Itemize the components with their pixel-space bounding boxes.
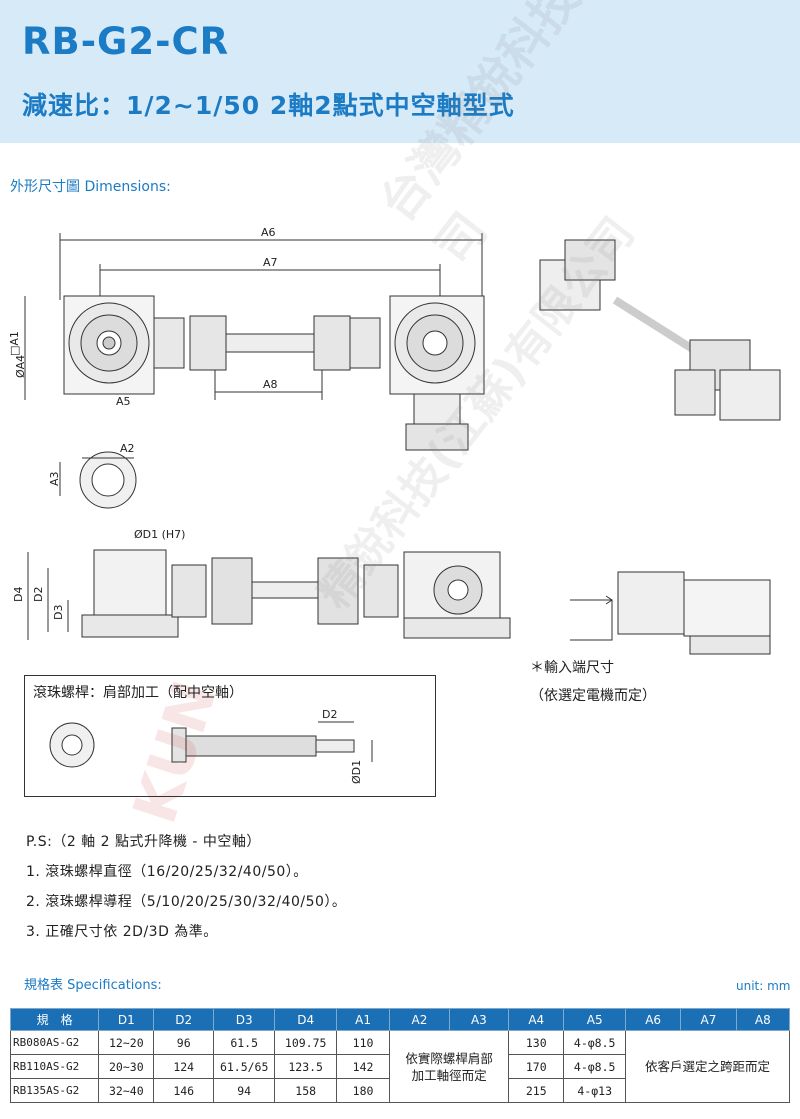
cell-d4: 109.75 [274, 1030, 337, 1055]
dim-label-a5: A5 [116, 395, 131, 408]
ballscrew-box: 滾珠螺桿：肩部加工（配中空軸） [24, 675, 436, 797]
col-header-d3: D3 [212, 1008, 276, 1031]
col-header-d1: D1 [98, 1008, 155, 1031]
page-subtitle: 減速比：1/2~1/50 2軸2點式中空軸型式 [22, 91, 515, 120]
dim-label-a7: A7 [263, 256, 278, 269]
cell-d3: 94 [212, 1078, 276, 1103]
cell-a2-a3-note: 依實際螺桿肩部 加工軸徑而定 [389, 1030, 510, 1103]
ps-item-3: 3. 正確尺寸依 2D/3D 為準。 [26, 924, 218, 940]
col-header-a8: A8 [735, 1008, 791, 1031]
page-title: RB-G2-CR [22, 20, 230, 63]
cell-a4: 130 [508, 1030, 565, 1055]
cell-a6-a8-note: 依客戶選定之跨距而定 [624, 1030, 791, 1103]
cell-d1: 32~40 [98, 1078, 155, 1103]
dim-label-d4: D4 [12, 587, 25, 602]
table-row: RB135AS-G2 32~40 146 94 158 180 215 4-φ1… [9, 1078, 790, 1103]
cell-a1: 142 [335, 1054, 391, 1079]
a2a3-note-line1: 依實際螺桿肩部 [405, 1050, 493, 1066]
cell-model: RB080AS-G2 [9, 1030, 100, 1055]
col-header-a4: A4 [508, 1008, 565, 1031]
dim-label-d2: D2 [32, 587, 45, 602]
col-header-model: 規 格 [9, 1008, 100, 1031]
dim-label-a2: A2 [120, 442, 135, 455]
input-note-line2: （依選定電機而定） [530, 688, 656, 704]
col-header-d4: D4 [274, 1008, 337, 1031]
cell-a5: 4-φ8.5 [563, 1030, 626, 1055]
cell-d1: 12~20 [98, 1030, 155, 1055]
cell-d2: 146 [153, 1078, 214, 1103]
spec-header-row: 規 格 D1 D2 D3 D4 A1 A2 A3 A4 A5 A6 A7 A8 [9, 1008, 791, 1031]
col-header-a3: A3 [448, 1008, 510, 1031]
ballscrew-label-d2: D2 [322, 708, 337, 721]
ps-item-1: 1. 滾珠螺桿直徑（16/20/25/32/40/50）。 [26, 864, 308, 880]
dim-label-a6: A6 [261, 226, 276, 239]
cell-d4: 158 [274, 1078, 337, 1103]
spec-title: 規格表 Specifications: [24, 978, 162, 993]
col-header-a5: A5 [563, 1008, 626, 1031]
dim-label-a4: ØA4 [14, 355, 27, 378]
dimensions-label: 外形尺寸圖 Dimensions: [10, 179, 171, 195]
cell-d3: 61.5/65 [212, 1054, 276, 1079]
cell-model: RB110AS-G2 [9, 1054, 100, 1079]
col-header-a1: A1 [335, 1008, 391, 1031]
cell-a4: 215 [508, 1078, 565, 1103]
cell-a4: 170 [508, 1054, 565, 1079]
a2a3-note-line2: 加工軸徑而定 [411, 1067, 487, 1083]
dim-label-a1: □A1 [8, 331, 21, 356]
cell-model: RB135AS-G2 [9, 1078, 100, 1103]
dim-label-d3: D3 [52, 605, 65, 620]
header-banner: RB-G2-CR 減速比：1/2~1/50 2軸2點式中空軸型式 [0, 0, 800, 143]
spec-unit: unit: mm [736, 979, 791, 993]
cell-a5: 4-φ8.5 [563, 1054, 626, 1079]
dim-label-a8: A8 [263, 378, 278, 391]
ps-heading: P.S:（2 軸 2 點式升降機 - 中空軸） [26, 834, 261, 850]
ballscrew-box-title: 滾珠螺桿：肩部加工（配中空軸） [33, 685, 243, 701]
cell-a1: 110 [335, 1030, 391, 1055]
ballscrew-label-d1: ØD1 [350, 760, 363, 784]
cell-d2: 124 [153, 1054, 214, 1079]
spec-table: 規 格 D1 D2 D3 D4 A1 A2 A3 A4 A5 A6 A7 A8 … [9, 1008, 791, 1103]
cell-a1: 180 [335, 1078, 391, 1103]
cell-d1: 20~30 [98, 1054, 155, 1079]
col-header-d2: D2 [153, 1008, 214, 1031]
cell-d3: 61.5 [212, 1030, 276, 1055]
cell-d4: 123.5 [274, 1054, 337, 1079]
ps-item-2: 2. 滾珠螺桿導程（5/10/20/25/30/32/40/50）。 [26, 894, 347, 910]
dim-label-a3: A3 [48, 471, 61, 486]
col-header-a2: A2 [389, 1008, 450, 1031]
cell-d2: 96 [153, 1030, 214, 1055]
table-row: RB080AS-G2 12~20 96 61.5 109.75 110 依實際螺… [9, 1030, 791, 1103]
col-header-a7: A7 [680, 1008, 737, 1031]
col-header-a6: A6 [624, 1008, 682, 1031]
cell-a5: 4-φ13 [563, 1078, 626, 1103]
dim-label-d1h7: ØD1 (H7) [134, 528, 185, 541]
input-note-line1: ＊輸入端尺寸 [530, 660, 614, 676]
